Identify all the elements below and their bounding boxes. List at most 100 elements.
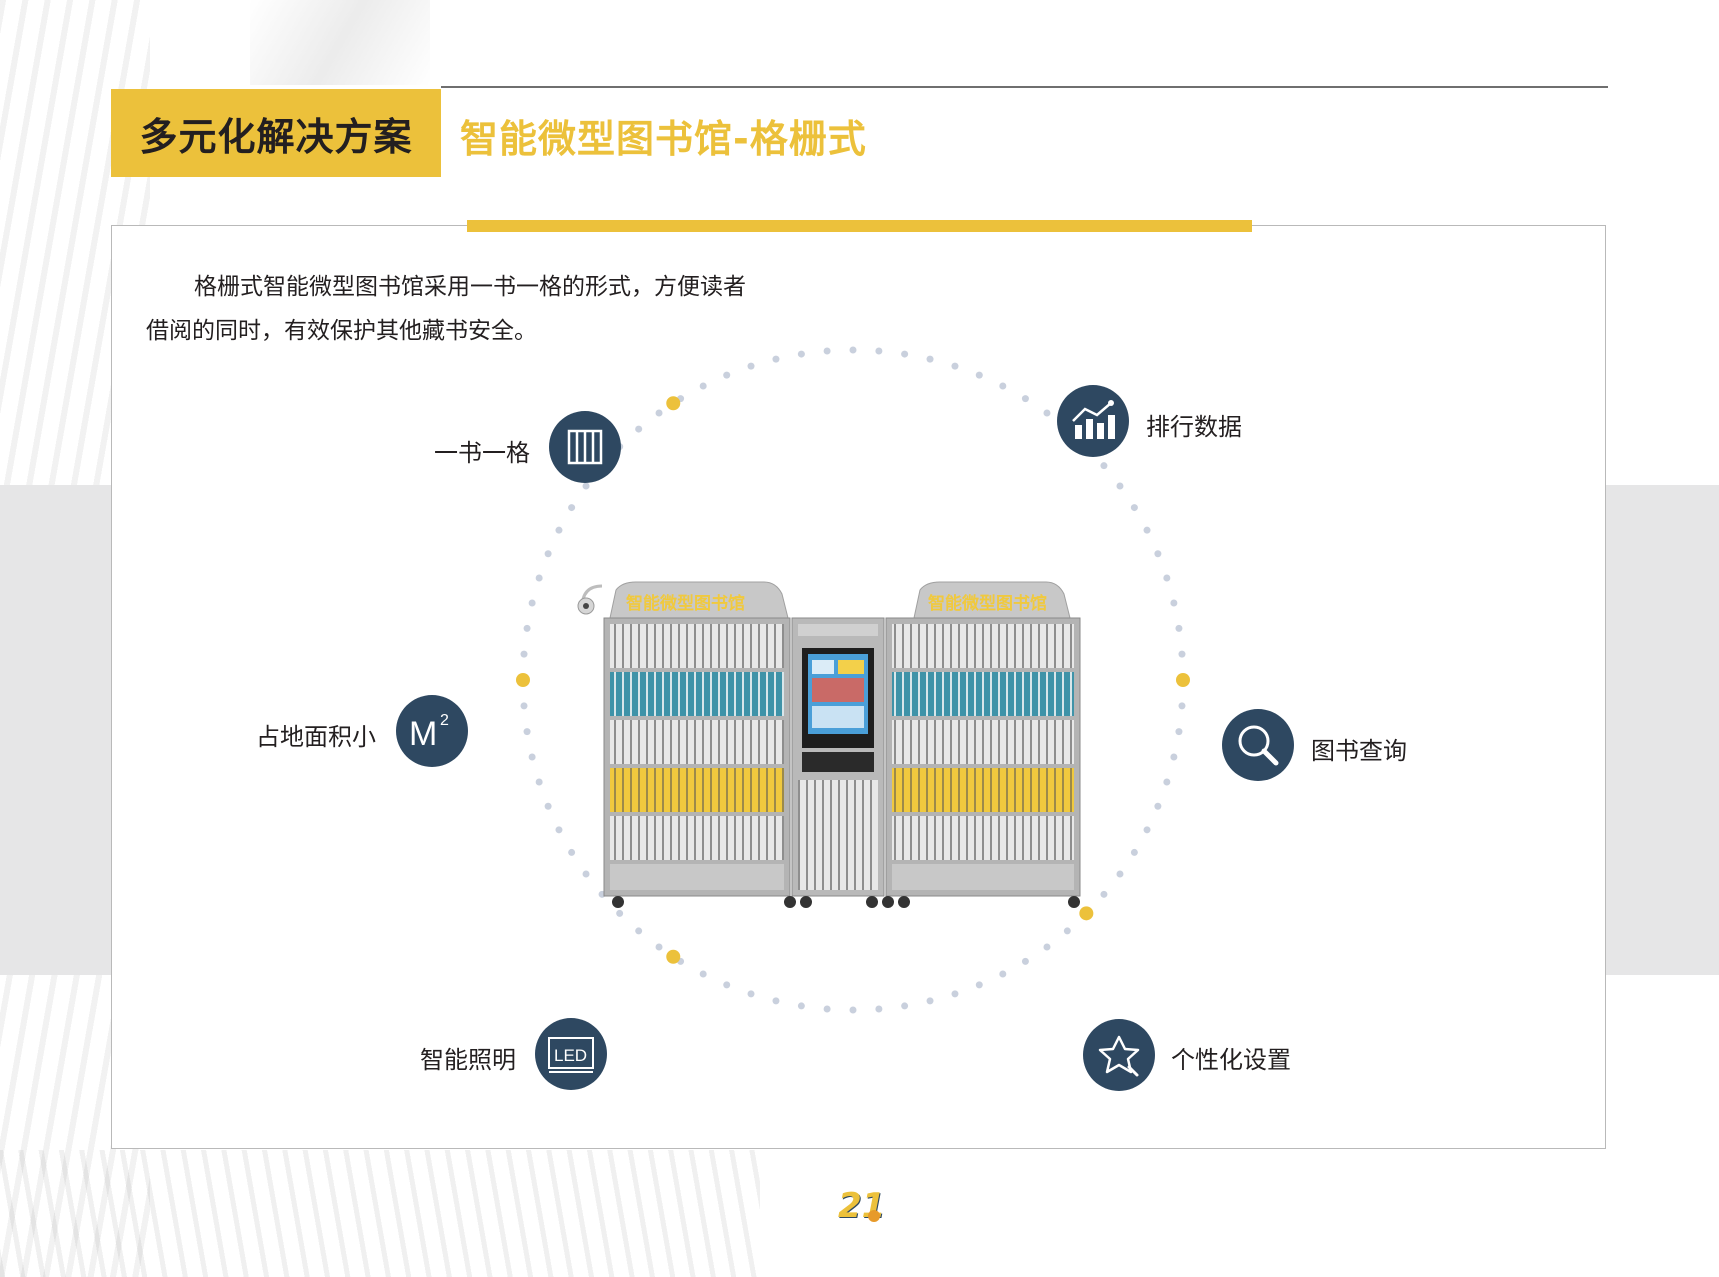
ring-dot: [1178, 702, 1186, 710]
svg-text:2: 2: [440, 712, 449, 729]
feature-personalized-settings: 个性化设置: [1171, 1046, 1291, 1074]
ring-dot: [568, 848, 576, 856]
ring-dot: [1154, 802, 1162, 810]
ring-dot: [635, 425, 643, 433]
ring-dot: [568, 504, 576, 512]
ring-dot: [1143, 526, 1151, 534]
ring-dot: [926, 997, 934, 1005]
ring-dot: [582, 870, 590, 878]
ring-dot: [951, 990, 959, 998]
ring-dot: [999, 970, 1007, 978]
ring-dot: [582, 482, 590, 490]
ring-dot: [772, 355, 780, 363]
ring-dot: [1175, 728, 1183, 736]
ring-dot: [1170, 599, 1178, 607]
ring-dot: [544, 550, 552, 558]
ring-dot: [1163, 778, 1171, 786]
ring-dot: [1130, 504, 1138, 512]
ring-dot: [797, 1002, 805, 1010]
ring-dot: [951, 362, 959, 370]
left-cabinet-sign: 智能微型图书馆: [626, 593, 745, 614]
ring-dot: [535, 778, 543, 786]
section-label: 多元化解决方案: [111, 89, 441, 177]
intro-paragraph: 格栅式智能微型图书馆采用一书一格的形式，方便读者借阅的同时，有效保护其他藏书安全…: [146, 274, 746, 344]
ring-dot: [520, 702, 528, 710]
ring-accent-dot: [1176, 673, 1190, 687]
ring-dot: [655, 943, 663, 951]
feature-one-book-one-cell: 一书一格: [434, 439, 530, 467]
ring-dot: [528, 599, 536, 607]
ring-dot: [1116, 482, 1124, 490]
ring-accent-dot: [666, 396, 681, 411]
ring-dot: [699, 382, 707, 390]
ring-dot: [1116, 870, 1124, 878]
ring-dot: [797, 350, 805, 358]
ring-dot: [635, 927, 643, 935]
ring-dot: [555, 826, 563, 834]
background-texture-bottom: [0, 1150, 760, 1277]
ring-dot: [823, 1005, 831, 1013]
led-icon: LED: [535, 1018, 607, 1090]
ring-dot: [747, 990, 755, 998]
ring-dot: [523, 728, 531, 736]
ring-dot: [823, 347, 831, 355]
page-number-dot: [868, 1210, 880, 1222]
ring-accent-dot: [516, 673, 530, 687]
ring-dot: [901, 1002, 909, 1010]
ring-dot: [1170, 753, 1178, 761]
star-cursor-icon: [1083, 1019, 1155, 1091]
feature-smart-lighting: 智能照明: [420, 1046, 516, 1074]
ring-dot: [523, 624, 531, 632]
section-title: 多元化解决方案: [139, 114, 413, 159]
ring-dot: [544, 802, 552, 810]
ring-dot: [875, 1005, 883, 1013]
page-title: 智能微型图书馆-格栅式: [460, 117, 867, 161]
ring-dot: [1063, 927, 1071, 935]
ring-dot: [1130, 848, 1138, 856]
ring-dot: [772, 997, 780, 1005]
ring-dot: [1100, 890, 1108, 898]
ring-accent-dot: [666, 949, 681, 964]
ring-dot: [1175, 624, 1183, 632]
ring-dot: [1043, 943, 1051, 951]
smart-library-cabinet-image: 智能微型图书馆 智能微型图书馆: [577, 581, 1081, 908]
svg-text:LED: LED: [554, 1046, 587, 1065]
ring-dot: [1143, 826, 1151, 834]
ring-dot: [1021, 395, 1029, 403]
panel-accent-bar: [467, 220, 1252, 232]
ring-dot: [1154, 550, 1162, 558]
square-meter-icon: M 2: [396, 695, 468, 767]
ring-dot: [849, 346, 857, 354]
ring-dot: [1021, 957, 1029, 965]
magnifier-icon: [1222, 709, 1294, 781]
ring-dot: [975, 371, 983, 379]
ring-dot: [528, 753, 536, 761]
ring-dot: [723, 371, 731, 379]
background-streak-top: [250, 0, 430, 85]
ring-dot: [1163, 574, 1171, 582]
bar-chart-icon: [1057, 385, 1129, 457]
ring-dot: [535, 574, 543, 582]
header-rule: [441, 86, 1608, 88]
ring-dot: [616, 909, 624, 917]
ring-dot: [975, 981, 983, 989]
ring-dot: [999, 382, 1007, 390]
ring-dot: [1100, 462, 1108, 470]
ring-dot: [1178, 650, 1186, 658]
ring-dot: [699, 970, 707, 978]
ring-dot: [655, 409, 663, 417]
camera-icon: [577, 584, 603, 615]
ring-dot: [520, 650, 528, 658]
feature-small-footprint: 占地面积小: [256, 723, 376, 751]
ring-dot: [747, 362, 755, 370]
grid-cells-icon: [549, 411, 621, 483]
svg-text:M: M: [409, 715, 437, 753]
ring-dot: [555, 526, 563, 534]
feature-book-search: 图书查询: [1311, 737, 1407, 765]
ring-dot: [901, 350, 909, 358]
ring-dot: [1043, 409, 1051, 417]
ring-dot: [875, 347, 883, 355]
ring-accent-dot: [1079, 906, 1094, 921]
ring-dot: [849, 1006, 857, 1014]
ring-dot: [723, 981, 731, 989]
